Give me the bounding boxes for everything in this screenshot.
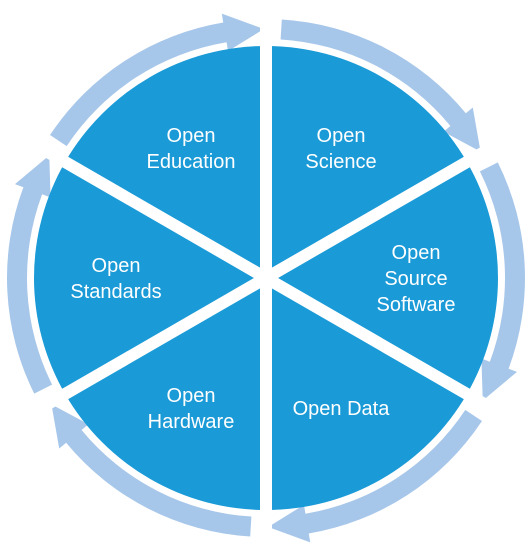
segment-open-science	[266, 46, 467, 278]
separator-line	[36, 272, 270, 415]
ring-arrows	[6, 13, 525, 543]
label-line: Software	[377, 294, 456, 316]
label-line: Open	[317, 125, 366, 147]
segment-open-hardware	[65, 278, 266, 510]
ring-arrow-open-science	[280, 19, 481, 152]
label-open-data: Open Data	[293, 398, 391, 420]
ring-arrow-open-education	[50, 13, 264, 147]
label-line: Science	[305, 151, 376, 173]
label-line: Open Data	[293, 398, 391, 420]
segment-open-standards	[33, 162, 266, 394]
segment-open-education	[65, 45, 266, 278]
label-line: Open	[167, 385, 216, 407]
separator-line	[36, 141, 270, 284]
ring-arrow-open-standards	[6, 155, 53, 394]
separator-line	[262, 272, 496, 415]
segment-open-source-software	[266, 162, 498, 394]
ring-arrow-open-source-software	[479, 162, 525, 401]
segment-separators	[36, 16, 496, 540]
label-line: Open	[392, 242, 441, 264]
pie-segments	[33, 45, 498, 510]
separator-line	[262, 141, 496, 284]
label-line: Hardware	[148, 411, 235, 433]
label-line: Education	[147, 151, 236, 173]
label-line: Source	[384, 268, 447, 290]
label-line: Standards	[70, 281, 161, 303]
ring-arrow-open-hardware	[51, 404, 252, 537]
ring-arrow-open-data	[268, 409, 482, 543]
label-line: Open	[92, 255, 141, 277]
segment-open-data	[266, 278, 467, 510]
label-line: Open	[167, 125, 216, 147]
